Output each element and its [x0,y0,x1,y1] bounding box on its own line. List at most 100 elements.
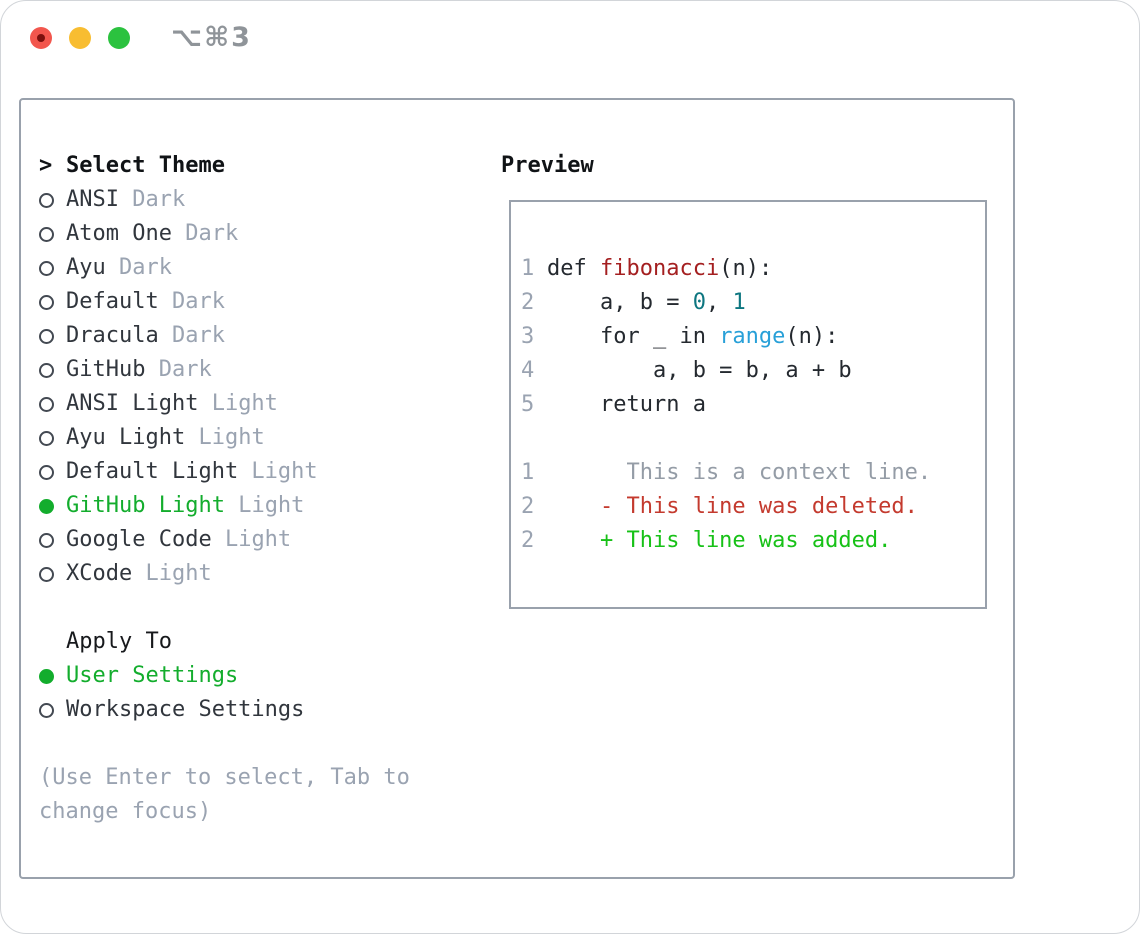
radio-unselected-icon [39,566,54,582]
theme-item-default-light[interactable]: Default Light Light [39,455,491,489]
titlebar: ⌥⌘3 [1,1,1139,75]
radio-unselected-icon [39,396,54,412]
option-label: GitHub [66,357,146,382]
option-variant-label: Light [211,527,292,552]
code-line: 2 + This line was added. [521,524,985,558]
code-line: 2 - This line was deleted. [521,490,985,524]
code-token: , [705,290,733,315]
spacer [39,591,491,625]
option-variant-label: Dark [158,289,225,314]
option-label: User Settings [66,663,239,688]
radio-unselected-icon [39,702,54,718]
select-theme-header: > Select Theme [39,149,491,183]
code-token: a, b = b, a + b [547,358,852,383]
theme-item-xcode[interactable]: XCode Light [39,557,491,591]
option-label: Google Code [66,527,212,552]
hint-text: (Use Enter to select, Tab to change focu… [39,765,410,824]
radio-unselected-icon [39,192,54,208]
option-label: Ayu [66,255,106,280]
radio-unselected-icon [39,260,54,276]
theme-item-ayu[interactable]: Ayu Dark [39,251,491,285]
radio-selected-icon [39,668,54,684]
radio-selected-icon [39,498,54,514]
code-line: 1 This is a context line. [521,456,985,490]
option-label: Default Light [66,459,239,484]
code-token: range [719,324,786,349]
option-label: Default [66,289,159,314]
option-label: ANSI [66,187,119,212]
spacer [39,727,491,761]
theme-item-github-light[interactable]: GitHub Light Light [39,489,491,523]
option-label: Atom One [66,221,172,246]
theme-item-atom-one[interactable]: Atom One Dark [39,217,491,251]
cursor-prompt-icon: > [39,153,53,178]
code-token: 0 [692,290,706,315]
code-token: return a [547,392,706,417]
radio-unselected-icon [39,226,54,242]
theme-item-ansi[interactable]: ANSI Dark [39,183,491,217]
code-token: for _ in [547,324,720,349]
line-number: 2 [521,290,535,315]
apply-option-workspace-settings[interactable]: Workspace Settings [39,693,491,727]
code-token: 1 [732,290,746,315]
close-button-icon[interactable] [30,27,52,49]
apply-option-user-settings[interactable]: User Settings [39,659,491,693]
option-label: Ayu Light [66,425,186,450]
radio-unselected-icon [39,362,54,378]
code-token: def [547,256,600,281]
code-token: - This line was deleted. [547,494,918,519]
option-variant-label: Dark [171,221,239,246]
theme-item-ansi-light[interactable]: ANSI Light Light [39,387,491,421]
preview-title: Preview [501,153,594,178]
line-number: 2 [521,528,535,553]
line-number: 4 [521,358,535,383]
code-token: This is a context line. [547,460,932,485]
zoom-button-icon[interactable] [108,27,130,49]
theme-item-github[interactable]: GitHub Dark [39,353,491,387]
code-line: 2 a, b = 0, 1 [521,286,985,320]
line-number: 3 [521,324,535,349]
option-variant-label: Light [198,391,278,416]
option-variant-label: Dark [158,323,225,348]
option-label: GitHub Light [66,493,225,518]
minimize-button-icon[interactable] [69,27,91,49]
radio-unselected-icon [39,532,54,548]
code-token: + This line was added. [547,528,892,553]
apply-to-title: Apply To [66,629,172,654]
option-variant-label: Light [185,425,265,450]
code-line: 5 return a [521,388,985,422]
theme-item-dracula[interactable]: Dracula Dark [39,319,491,353]
theme-item-google-code[interactable]: Google Code Light [39,523,491,557]
theme-item-default[interactable]: Default Dark [39,285,491,319]
apply-to-header: Apply To [39,625,491,659]
code-line: 1 def fibonacci(n): [521,252,985,286]
option-variant-label: Light [238,459,318,484]
code-line: 4 a, b = b, a + b [521,354,985,388]
option-variant-label: Dark [105,255,172,280]
window-title: ⌥⌘3 [171,22,252,53]
line-number: 2 [521,494,535,519]
code-line [521,422,985,456]
option-label: ANSI Light [66,391,199,416]
select-theme-title: Select Theme [66,153,225,178]
radio-unselected-icon [39,464,54,480]
code-token: (n): [785,324,839,349]
option-label: Workspace Settings [66,697,305,722]
line-number: 1 [521,256,535,281]
option-variant-label: Light [224,493,305,518]
option-variant-label: Dark [118,187,186,212]
code-token: a, b = [547,290,693,315]
code-line: 3 for _ in range(n): [521,320,985,354]
theme-item-ayu-light[interactable]: Ayu Light Light [39,421,491,455]
code-token: fibonacci [599,256,720,281]
code-token: (n): [719,256,773,281]
option-label: XCode [66,561,133,586]
line-number: 5 [521,392,535,417]
